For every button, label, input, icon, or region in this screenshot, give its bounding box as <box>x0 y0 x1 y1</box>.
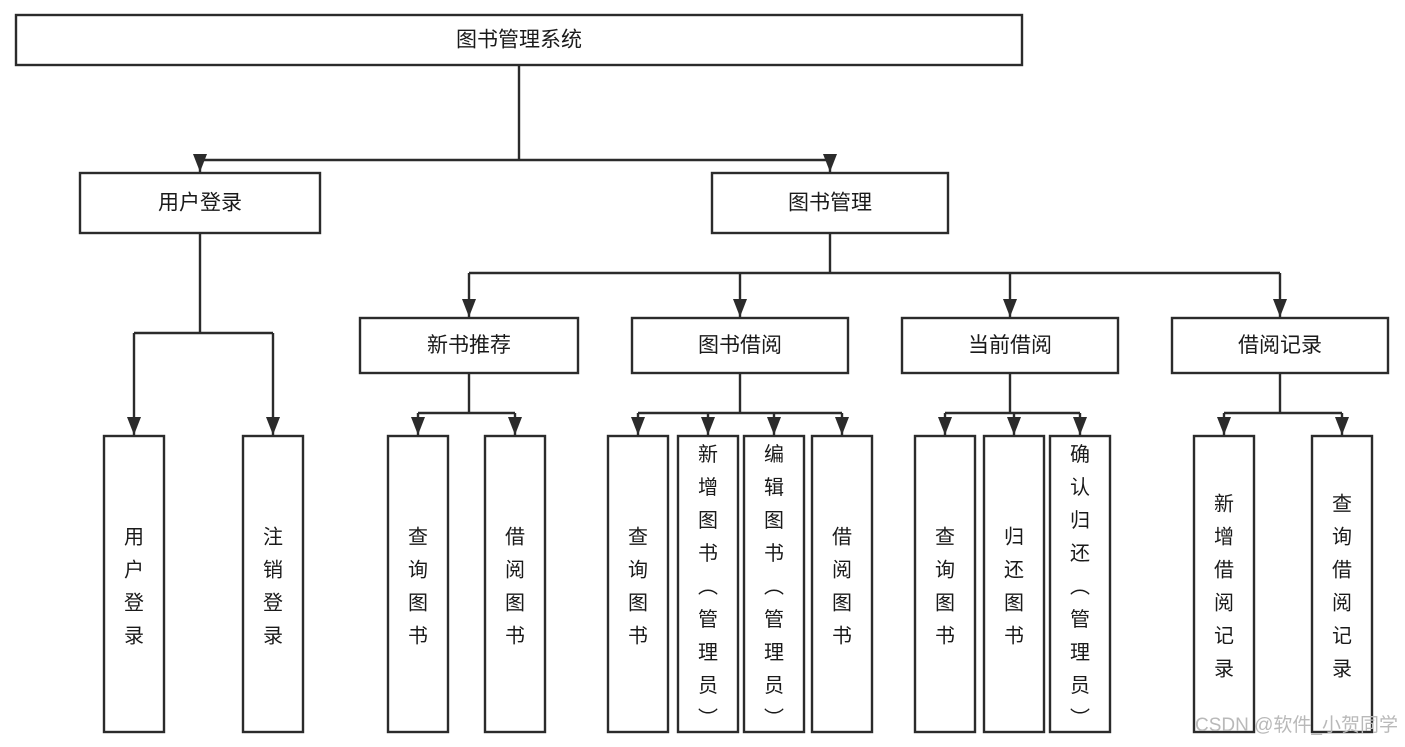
node-leaf-query-book-1[interactable]: 查询图书 <box>386 434 450 734</box>
arrow-head-icon <box>1273 299 1287 317</box>
arrow-head-icon <box>127 417 141 435</box>
connector-layer <box>127 65 1349 435</box>
node-leaf-add-record[interactable]: 新增借阅记录 <box>1192 434 1256 734</box>
arrow-head-icon <box>631 417 645 435</box>
arrow-head-icon <box>1335 417 1349 435</box>
node-root[interactable]: 图书管理系统 <box>14 13 1024 67</box>
node-label-leaf-borrow-book-2: 借阅图书 <box>832 526 852 648</box>
node-label-leaf-edit-book: 编辑图书︵管理员︶ <box>764 443 784 730</box>
node-box-leaf-add-record <box>1192 434 1256 734</box>
node-box-leaf-borrow-book-2 <box>810 434 874 734</box>
arrow-head-icon <box>411 417 425 435</box>
arrow-head-icon <box>1007 417 1021 435</box>
node-box-root <box>14 13 1024 67</box>
node-leaf-user-logout[interactable]: 注销登录 <box>241 434 305 734</box>
node-leaf-confirm-return[interactable]: 确认归还︵管理员︶ <box>1048 434 1112 734</box>
arrow-head-icon <box>193 154 207 172</box>
node-box-leaf-edit-book <box>742 434 806 734</box>
node-box-leaf-borrow-book-1 <box>483 434 547 734</box>
node-leaf-add-book[interactable]: 新增图书︵管理员︶ <box>676 434 740 734</box>
arrow-head-icon <box>823 154 837 172</box>
node-box-leaf-return-book <box>982 434 1046 734</box>
node-label-borrow-record: 借阅记录 <box>1238 334 1322 357</box>
node-label-user-login: 用户登录 <box>158 192 242 215</box>
node-box-leaf-user-login <box>102 434 166 734</box>
node-leaf-edit-book[interactable]: 编辑图书︵管理员︶ <box>742 434 806 734</box>
node-leaf-query-record[interactable]: 查询借阅记录 <box>1310 434 1374 734</box>
node-label-leaf-query-book-2: 查询图书 <box>628 526 648 648</box>
node-label-current-borrow: 当前借阅 <box>968 334 1052 357</box>
node-box-new-book-rec <box>358 316 580 375</box>
node-current-borrow[interactable]: 当前借阅 <box>900 316 1120 375</box>
node-box-leaf-confirm-return <box>1048 434 1112 734</box>
node-leaf-query-book-3[interactable]: 查询图书 <box>913 434 977 734</box>
node-new-book-rec[interactable]: 新书推荐 <box>358 316 580 375</box>
node-label-leaf-query-book-1: 查询图书 <box>408 526 428 648</box>
watermark-label: CSDN @软件_小贺同学 <box>1195 714 1398 736</box>
node-box-current-borrow <box>900 316 1120 375</box>
node-label-new-book-rec: 新书推荐 <box>427 334 511 357</box>
node-label-leaf-return-book: 归还图书 <box>1004 526 1024 648</box>
node-leaf-user-login[interactable]: 用户登录 <box>102 434 166 734</box>
node-user-login[interactable]: 用户登录 <box>78 171 322 235</box>
node-leaf-return-book[interactable]: 归还图书 <box>982 434 1046 734</box>
node-leaf-borrow-book-2[interactable]: 借阅图书 <box>810 434 874 734</box>
arrow-head-icon <box>1217 417 1231 435</box>
node-label-leaf-borrow-book-1: 借阅图书 <box>505 526 525 648</box>
arrow-head-icon <box>1073 417 1087 435</box>
node-book-manage[interactable]: 图书管理 <box>710 171 950 235</box>
arrow-head-icon <box>701 417 715 435</box>
node-box-leaf-query-book-3 <box>913 434 977 734</box>
node-box-leaf-add-book <box>676 434 740 734</box>
arrow-head-icon <box>266 417 280 435</box>
arrow-head-icon <box>462 299 476 317</box>
node-box-user-login <box>78 171 322 235</box>
arrow-head-icon <box>1003 299 1017 317</box>
arrow-head-icon <box>835 417 849 435</box>
node-book-borrow[interactable]: 图书借阅 <box>630 316 850 375</box>
node-label-root: 图书管理系统 <box>456 29 582 52</box>
node-label-book-manage: 图书管理 <box>788 192 872 215</box>
node-label-book-borrow: 图书借阅 <box>698 334 782 357</box>
node-label-leaf-add-book: 新增图书︵管理员︶ <box>698 443 718 730</box>
node-label-leaf-confirm-return: 确认归还︵管理员︶ <box>1070 443 1090 730</box>
arrow-head-icon <box>508 417 522 435</box>
node-label-leaf-add-record: 新增借阅记录 <box>1214 493 1234 681</box>
arrow-head-icon <box>767 417 781 435</box>
node-box-leaf-query-book-2 <box>606 434 670 734</box>
node-label-leaf-query-record: 查询借阅记录 <box>1332 493 1352 681</box>
node-box-leaf-query-book-1 <box>386 434 450 734</box>
node-borrow-record[interactable]: 借阅记录 <box>1170 316 1390 375</box>
node-leaf-borrow-book-1[interactable]: 借阅图书 <box>483 434 547 734</box>
node-box-borrow-record <box>1170 316 1390 375</box>
node-box-leaf-user-logout <box>241 434 305 734</box>
node-box-book-borrow <box>630 316 850 375</box>
node-box-leaf-query-record <box>1310 434 1374 734</box>
node-label-leaf-query-book-3: 查询图书 <box>935 526 955 648</box>
node-layer: 图书管理系统用户登录图书管理新书推荐图书借阅当前借阅借阅记录用户登录注销登录查询… <box>14 13 1390 734</box>
node-label-leaf-user-logout: 注销登录 <box>263 526 283 648</box>
node-leaf-query-book-2[interactable]: 查询图书 <box>606 434 670 734</box>
node-box-book-manage <box>710 171 950 235</box>
arrow-head-icon <box>733 299 747 317</box>
arrow-head-icon <box>938 417 952 435</box>
node-label-leaf-user-login: 用户登录 <box>124 527 144 648</box>
